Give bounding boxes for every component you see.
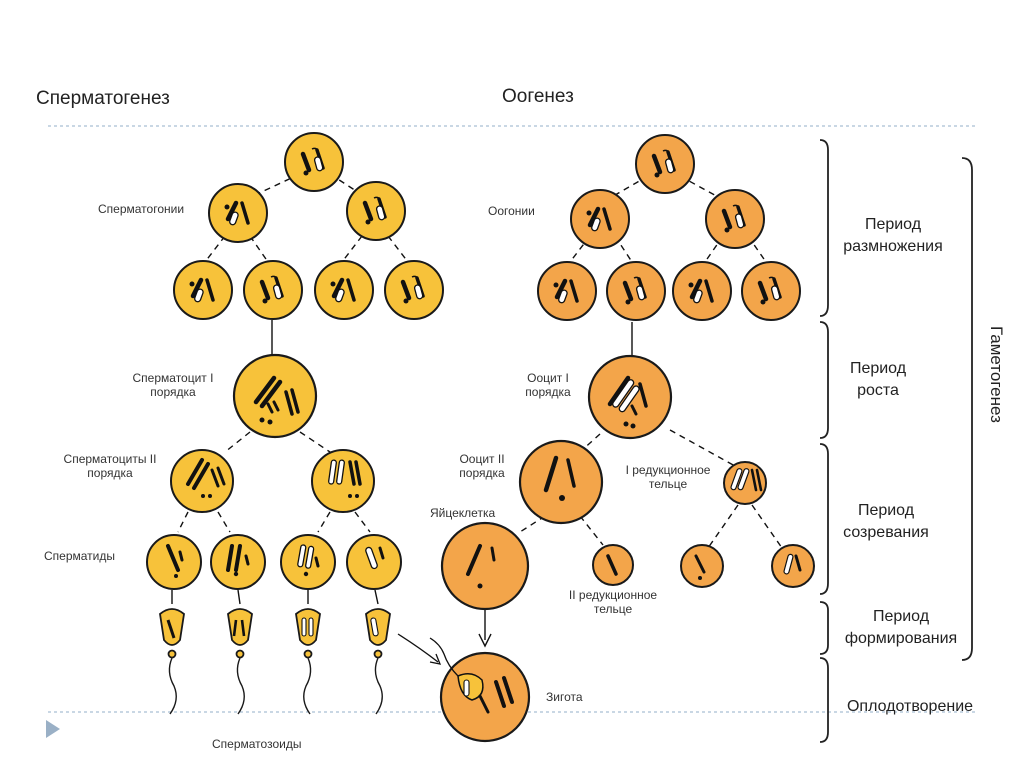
label-oocyte-1-line2: порядка	[525, 385, 571, 399]
label-oocyte-2-line1: Ооцит II	[459, 452, 505, 466]
label-oocyte-1-line1: Ооцит I	[527, 371, 569, 385]
label-spermatocyte-1: Сперматоцит I порядка	[118, 371, 228, 399]
oogonium-cell	[537, 261, 597, 321]
oocyte-1-cell	[587, 354, 673, 440]
spermatogonium-cell	[384, 260, 444, 320]
spermatid-cell	[146, 534, 202, 590]
fertilization-arrow	[397, 633, 439, 663]
spermatogenesis-title: Сперматогенез	[36, 88, 170, 109]
oogenesis-title: Оогенез	[502, 86, 574, 107]
gametogenesis-label: Гаметогенез	[987, 326, 1006, 423]
spermatid-cell	[210, 534, 266, 590]
oogonium-cell	[635, 134, 695, 194]
period-growth-line1: Период	[849, 360, 907, 377]
label-polar-body-1-line2: тельце	[648, 477, 688, 491]
oogonium-cell	[672, 261, 732, 321]
spermatozoon	[227, 608, 253, 715]
label-spermatozoa: Сперматозоиды	[212, 737, 302, 751]
egg-cell	[440, 521, 530, 611]
label-polar-body-1-line1: I редукционное	[625, 463, 711, 477]
oogonium-cell	[741, 261, 801, 321]
label-spermatocyte-1-line2: порядка	[150, 385, 196, 399]
label-oocyte-2-line2: порядка	[459, 466, 505, 480]
spermatozoon	[365, 608, 391, 715]
period-reproduction: Период размножения	[828, 214, 958, 258]
spermatogonium-cell	[346, 181, 406, 241]
spermatid-cell	[280, 534, 336, 590]
spermatozoon	[295, 608, 321, 715]
period-formation-line2: формирования	[844, 630, 958, 647]
period-growth: Период роста	[818, 358, 938, 402]
label-spermatocyte-1-line1: Сперматоцит I	[132, 371, 214, 385]
period-formation: Период формирования	[832, 606, 970, 650]
period-reproduction-line1: Период	[864, 216, 922, 233]
spermatocyte-2-cell	[311, 449, 375, 513]
oogonium-cell	[705, 189, 765, 249]
spermatogenesis-tree	[171, 173, 409, 605]
oogonium-cell	[570, 189, 630, 249]
spermatocyte-1-cell	[232, 353, 318, 439]
period-maturation-line1: Период	[857, 502, 915, 519]
period-reproduction-line2: размножения	[843, 238, 943, 255]
label-spermatocytes-2: Сперматоциты II порядка	[48, 452, 172, 480]
label-polar-body-2-line1: II редукционное	[568, 588, 658, 602]
oogonium-cell	[606, 261, 666, 321]
label-zygote: Зигота	[546, 690, 583, 704]
label-spermatocytes-2-line1: Сперматоциты II	[63, 452, 157, 466]
label-polar-body-2-line2: тельце	[593, 602, 633, 616]
spermatogonium-cell	[208, 183, 268, 243]
label-spermatocytes-2-line2: порядка	[87, 466, 133, 480]
period-maturation-line2: созревания	[843, 524, 929, 541]
spermatocyte-2-cell	[170, 449, 234, 513]
spermatogonium-cell	[314, 260, 374, 320]
polar-body-3-cell	[680, 544, 724, 588]
label-oocyte-2: Ооцит II порядка	[444, 452, 520, 480]
label-spermatogonia: Сперматогонии	[98, 202, 185, 216]
spermatozoon	[159, 608, 185, 715]
zygote-cell	[429, 637, 531, 743]
polar-body-1-cell	[723, 461, 767, 505]
period-maturation: Период созревания	[826, 500, 946, 544]
spermatogonium-cell	[284, 132, 344, 192]
label-polar-body-2: II редукционное тельце	[548, 588, 678, 616]
spermatogonium-cell	[173, 260, 233, 320]
period-formation-line1: Период	[872, 608, 930, 625]
next-slide-arrow-icon[interactable]	[46, 720, 60, 738]
spermatogonium-cell	[243, 260, 303, 320]
label-oogonia: Оогонии	[488, 204, 535, 218]
period-brackets	[819, 139, 973, 743]
label-polar-body-1: I редукционное тельце	[606, 463, 730, 491]
spermatid-cell	[346, 534, 402, 590]
period-fertilization: Оплодотворение	[846, 698, 974, 715]
period-growth-line2: роста	[857, 382, 899, 399]
label-egg: Яйцеклетка	[430, 506, 496, 520]
label-spermatids: Сперматиды	[44, 549, 115, 563]
polar-body-4-cell	[771, 544, 815, 588]
polar-body-2-cell	[592, 544, 634, 586]
oocyte-2-cell	[518, 439, 604, 525]
label-oocyte-1: Ооцит I порядка	[510, 371, 586, 399]
